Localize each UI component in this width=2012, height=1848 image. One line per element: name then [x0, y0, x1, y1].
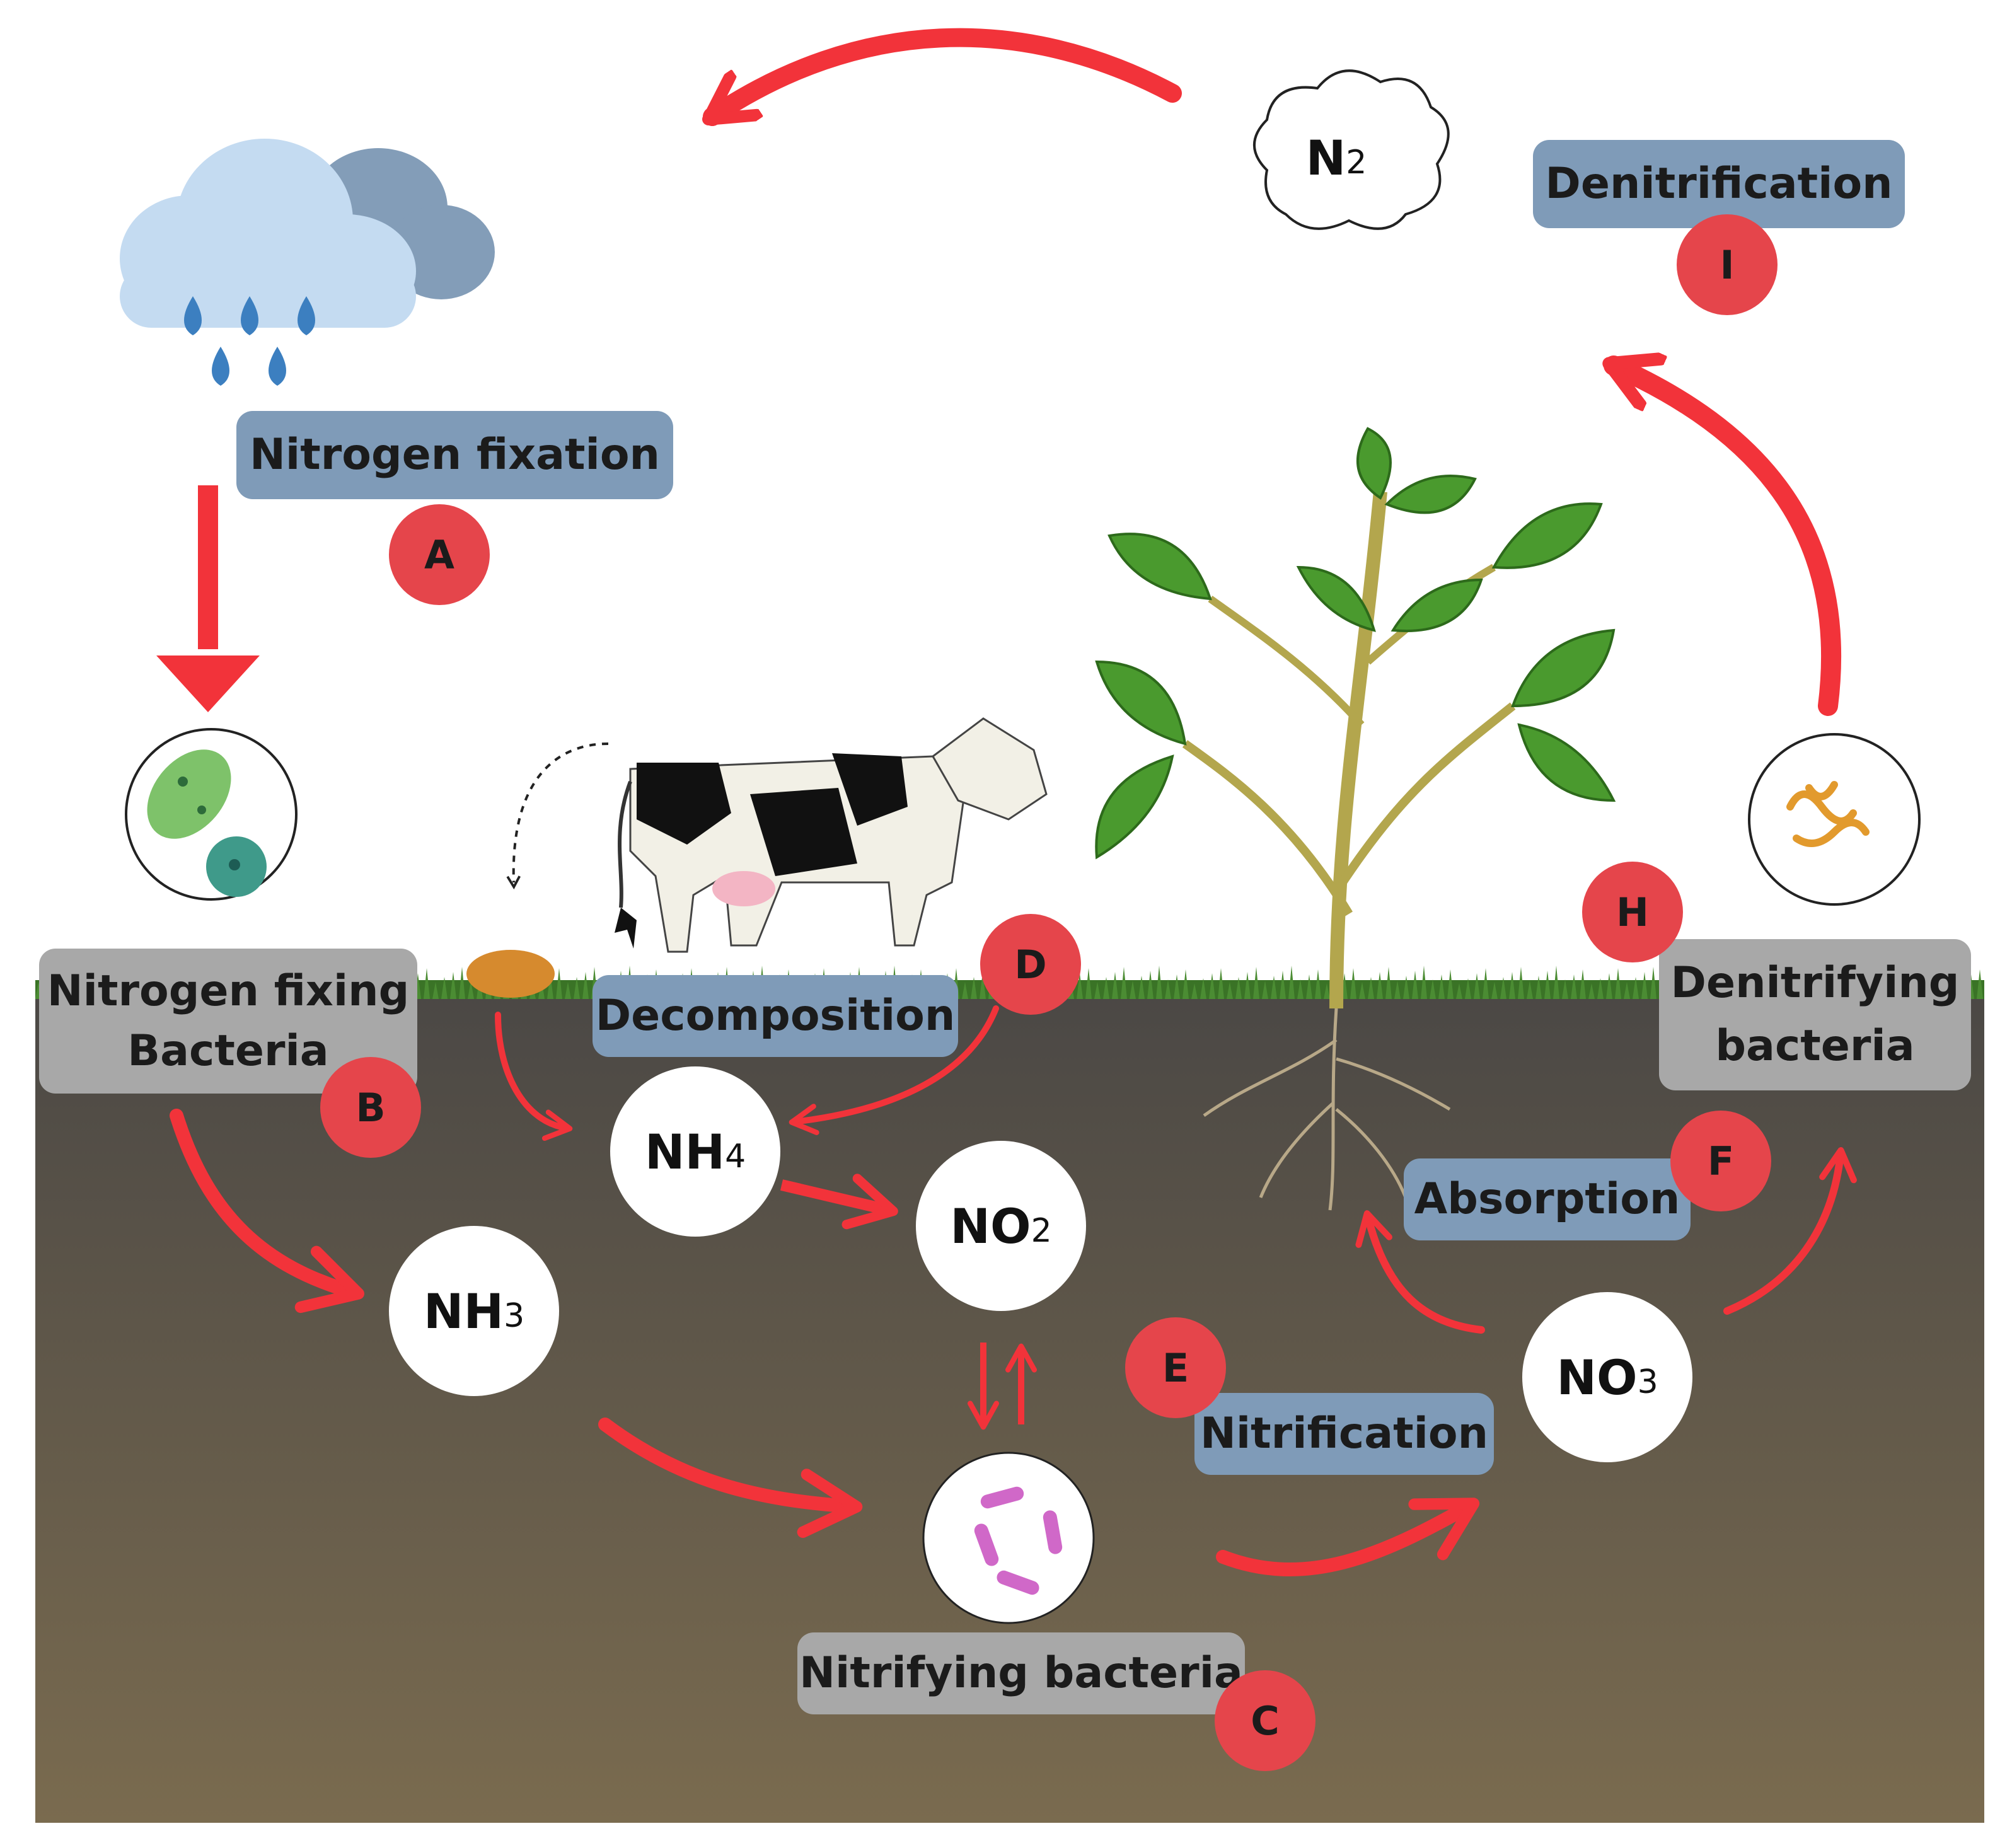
manure-pile: [466, 950, 555, 998]
arrow-nh3-to-nitrifying: [598, 1418, 863, 1539]
no3-circle: [1522, 1292, 1692, 1462]
nitrogen-fixing-bacteria-label-line1: Nitrogen fixing: [47, 966, 410, 1016]
nitrifying-bacteria-label: Nitrifying bacteria: [797, 1632, 1245, 1714]
badge-i: I: [1677, 214, 1778, 315]
denitrifying-bacteria-label: Denitrifying bacteria: [1659, 939, 1971, 1090]
badge-a: A: [389, 504, 490, 605]
arrow-no3-to-denitrifying: [1723, 1147, 1857, 1315]
badge-b: B: [320, 1057, 421, 1158]
arrow-denitrify-up: [1614, 366, 1842, 716]
badge-h: H: [1582, 862, 1683, 962]
badge-f: F: [1670, 1111, 1771, 1211]
denitrifying-bacteria-label-line2: bacteria: [1715, 1021, 1915, 1071]
nitrogen-fixing-bacteria-label-line2: Bacteria: [127, 1026, 329, 1076]
nh4-circle: [610, 1066, 780, 1237]
nitrifying-bacteria-icon: [922, 1452, 1095, 1624]
arrow-nitrifying-to-no3: [1216, 1498, 1480, 1576]
absorption-label: Absorption: [1404, 1158, 1691, 1240]
decomposition-label: Decomposition: [593, 975, 958, 1057]
plant-illustration: [1095, 427, 1616, 1211]
no2-circle: [916, 1141, 1086, 1311]
arrow-n2-to-rain: [712, 28, 1182, 126]
nitrogen-fixing-bacteria-label: Nitrogen fixing Bacteria: [39, 949, 417, 1094]
badge-c: C: [1215, 1670, 1315, 1771]
cow-illustration: [615, 717, 1048, 953]
nitrogen-fixation-label: Nitrogen fixation: [236, 411, 673, 499]
arrow-b-to-nh3: [170, 1109, 364, 1314]
arrow-manure-to-nh4: [495, 1012, 573, 1141]
rain-cloud-icon: [120, 139, 495, 386]
nitrification-label: Nitrification: [1194, 1393, 1494, 1475]
arrow-no3-to-roots: [1355, 1210, 1485, 1334]
manure-drop-path: [506, 742, 609, 890]
denitrification-label: Denitrification: [1533, 140, 1905, 228]
nh3-circle: [389, 1226, 559, 1396]
badge-e: E: [1125, 1317, 1226, 1418]
arrow-d-to-nh4: [789, 1005, 999, 1135]
arrow-nh4-to-no2: [780, 1174, 898, 1230]
badge-d: D: [980, 914, 1081, 1015]
denitrifying-bacteria-label-line1: Denitrifying: [1670, 958, 1960, 1008]
n2-cloud-shape: [1253, 69, 1450, 230]
